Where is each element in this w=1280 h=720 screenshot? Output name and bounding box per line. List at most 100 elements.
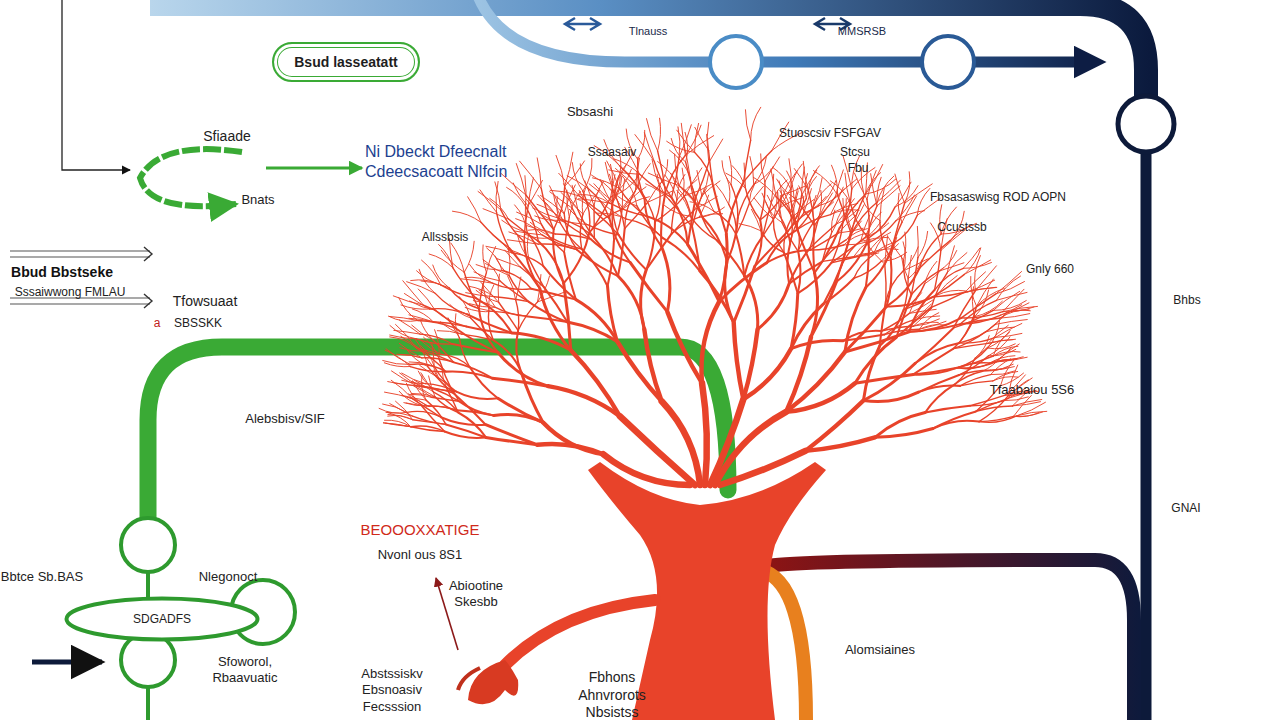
vessel-branch bbox=[983, 368, 1008, 372]
diagram-label: Fbhons Ahnvrorots Nbsistss bbox=[557, 669, 667, 720]
ellipse-node: SDGADFS bbox=[64, 596, 260, 642]
vessel-branch bbox=[675, 154, 679, 185]
vessel-branch bbox=[717, 240, 745, 276]
vessel-branch bbox=[744, 163, 746, 189]
vessel-branch bbox=[729, 204, 737, 234]
vessel-branch bbox=[851, 196, 864, 234]
vessel-branch bbox=[749, 181, 756, 205]
diagram-label: Bnats bbox=[241, 192, 274, 208]
vessel-branch bbox=[665, 206, 691, 217]
vessel-branch bbox=[931, 292, 965, 307]
vessel-branch bbox=[700, 271, 734, 323]
vessel-branch bbox=[947, 246, 954, 273]
diagram-label: Alebsbisv/SIF bbox=[245, 411, 324, 427]
vessel-branch bbox=[734, 323, 744, 400]
vessel-branch bbox=[609, 180, 617, 218]
vessel-branch bbox=[896, 307, 931, 337]
vessel-branch bbox=[470, 264, 494, 283]
diagram-label: Sfiaade bbox=[203, 128, 250, 146]
vessel-branch bbox=[492, 234, 512, 253]
vessel-branch bbox=[959, 337, 995, 343]
vessel-branch bbox=[871, 174, 877, 206]
input-arrow bbox=[32, 660, 102, 665]
vessel-branch bbox=[709, 150, 714, 186]
vessel-branch bbox=[678, 127, 680, 157]
vessel-branch bbox=[995, 333, 1021, 337]
vessel-branch bbox=[813, 225, 814, 273]
vessel-branch bbox=[707, 122, 709, 150]
vessel-branch bbox=[880, 301, 886, 346]
vessel-branch bbox=[908, 260, 922, 279]
diagram-label: Abstssiskv Ebsnoasiv Fecsssion bbox=[337, 666, 447, 715]
vessel-branch bbox=[925, 268, 944, 284]
vessel-branch bbox=[481, 222, 509, 248]
vessel-branch bbox=[516, 219, 542, 235]
vessel-branch bbox=[593, 178, 620, 189]
vessel-branch bbox=[937, 290, 966, 295]
vessel-branch bbox=[887, 258, 892, 306]
vessel-branch bbox=[917, 188, 930, 215]
vessel-branch bbox=[995, 305, 1021, 325]
vessel-branch bbox=[420, 334, 452, 344]
flow-circle bbox=[922, 36, 974, 88]
vessel-branch bbox=[805, 437, 875, 451]
vessel-branch bbox=[646, 184, 669, 200]
vessel-branch bbox=[867, 200, 869, 239]
vessel-branch bbox=[589, 189, 609, 218]
vessel-branch bbox=[385, 420, 411, 427]
vessel-branch bbox=[902, 196, 917, 222]
vessel-branch bbox=[937, 276, 957, 296]
vessel-branch bbox=[750, 157, 754, 185]
diagram-label: Tfowsuaat bbox=[173, 293, 238, 311]
vessel-branch bbox=[862, 199, 880, 221]
vessel-branch bbox=[512, 333, 571, 350]
vessel-branch bbox=[610, 203, 646, 216]
vessel-branch bbox=[543, 423, 603, 455]
vessel-branch bbox=[947, 253, 967, 273]
diagram-label: Alomsiaines bbox=[845, 642, 915, 658]
vessel-branch bbox=[959, 324, 995, 343]
vessel-branch bbox=[865, 241, 885, 264]
arrow-head bbox=[144, 247, 152, 261]
vessel-branch bbox=[608, 286, 618, 341]
vessel-branch bbox=[995, 320, 1027, 325]
vessel-branch bbox=[427, 406, 457, 410]
vessel-branch bbox=[580, 164, 589, 189]
vessel-branch bbox=[468, 197, 481, 223]
vessel-branch bbox=[379, 408, 407, 413]
vessel-branch bbox=[402, 380, 425, 383]
vessel-branch bbox=[464, 241, 474, 272]
vessel-branch bbox=[692, 187, 700, 211]
vessel-branch bbox=[784, 253, 798, 294]
vessel-branch bbox=[877, 180, 900, 202]
vessel-branch bbox=[886, 271, 904, 301]
vessel-branch bbox=[596, 213, 626, 219]
vessel-branch bbox=[918, 231, 928, 257]
vessel-branch bbox=[644, 133, 654, 162]
pill-box: Bsud lasseatatt bbox=[272, 42, 420, 82]
vessel-branch bbox=[965, 287, 996, 292]
vessel-branch bbox=[761, 154, 765, 182]
vessel-branch bbox=[995, 323, 1021, 337]
vessel-branch bbox=[579, 195, 610, 204]
vessel-branch bbox=[803, 161, 808, 190]
vessel-branch bbox=[959, 306, 976, 343]
vessel-branch bbox=[908, 255, 911, 278]
vessel-branch bbox=[487, 248, 502, 271]
vessel-branch bbox=[403, 281, 424, 305]
vessel-branch bbox=[411, 427, 445, 432]
diagram-label: Ssaasaiv bbox=[588, 145, 637, 160]
vessel-branch bbox=[761, 231, 784, 253]
vessel-branch bbox=[832, 165, 838, 195]
flow-circle bbox=[710, 36, 762, 88]
vessel-branch bbox=[714, 211, 736, 234]
flow-band bbox=[770, 560, 1134, 720]
vessel-branch bbox=[578, 199, 609, 203]
diagram-label: a bbox=[154, 316, 161, 331]
vessel-branch bbox=[789, 159, 791, 190]
diagram-label: Ccustssb bbox=[937, 220, 986, 235]
vessel-branch bbox=[646, 119, 657, 151]
vessel-branch bbox=[622, 176, 637, 206]
diagram-label: Stcsu bbox=[840, 145, 870, 160]
